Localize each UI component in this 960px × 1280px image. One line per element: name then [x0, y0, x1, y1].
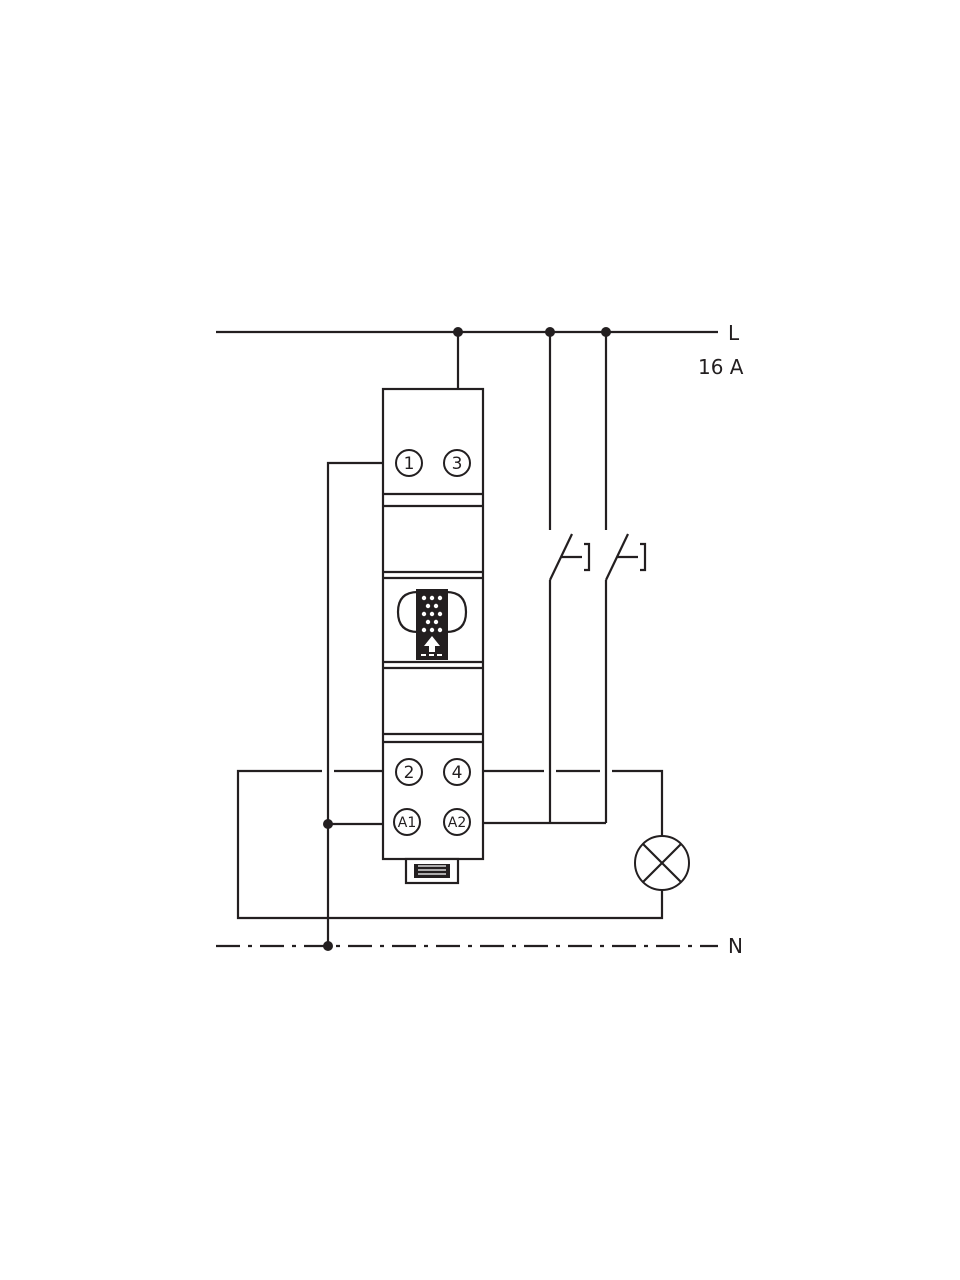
terminal-3: 3: [443, 449, 471, 477]
live-rating-label: 16 A: [698, 355, 744, 379]
svg-text:3: 3: [452, 454, 463, 474]
svg-text:A1: A1: [398, 815, 416, 831]
live-label: L: [728, 321, 740, 345]
selector-knob-icon: [396, 589, 468, 660]
svg-text:A2: A2: [448, 815, 466, 831]
svg-text:2: 2: [404, 763, 415, 783]
neutral-line: [216, 941, 718, 951]
wire-terminal-1-to-neutral: [323, 461, 383, 946]
relay-device: 1 3 2 4 A1 A2: [381, 387, 485, 885]
terminal-a1: A1: [393, 808, 421, 836]
lamp-icon: [634, 835, 690, 891]
pushbutton-switch-icon: [548, 332, 591, 823]
neutral-label: N: [728, 934, 743, 958]
pushbutton-switch-icon: [604, 332, 647, 823]
wire-terminal-2-loop: [236, 769, 664, 920]
svg-text:1: 1: [404, 454, 415, 474]
wire-terminal-4-to-lamp: [483, 769, 664, 836]
live-line: [216, 327, 718, 337]
terminal-1: 1: [395, 449, 423, 477]
svg-text:4: 4: [452, 763, 463, 783]
terminal-a2: A2: [443, 808, 471, 836]
terminal-2: 2: [395, 758, 423, 786]
din-rail-latch: [404, 857, 460, 885]
terminal-4: 4: [443, 758, 471, 786]
